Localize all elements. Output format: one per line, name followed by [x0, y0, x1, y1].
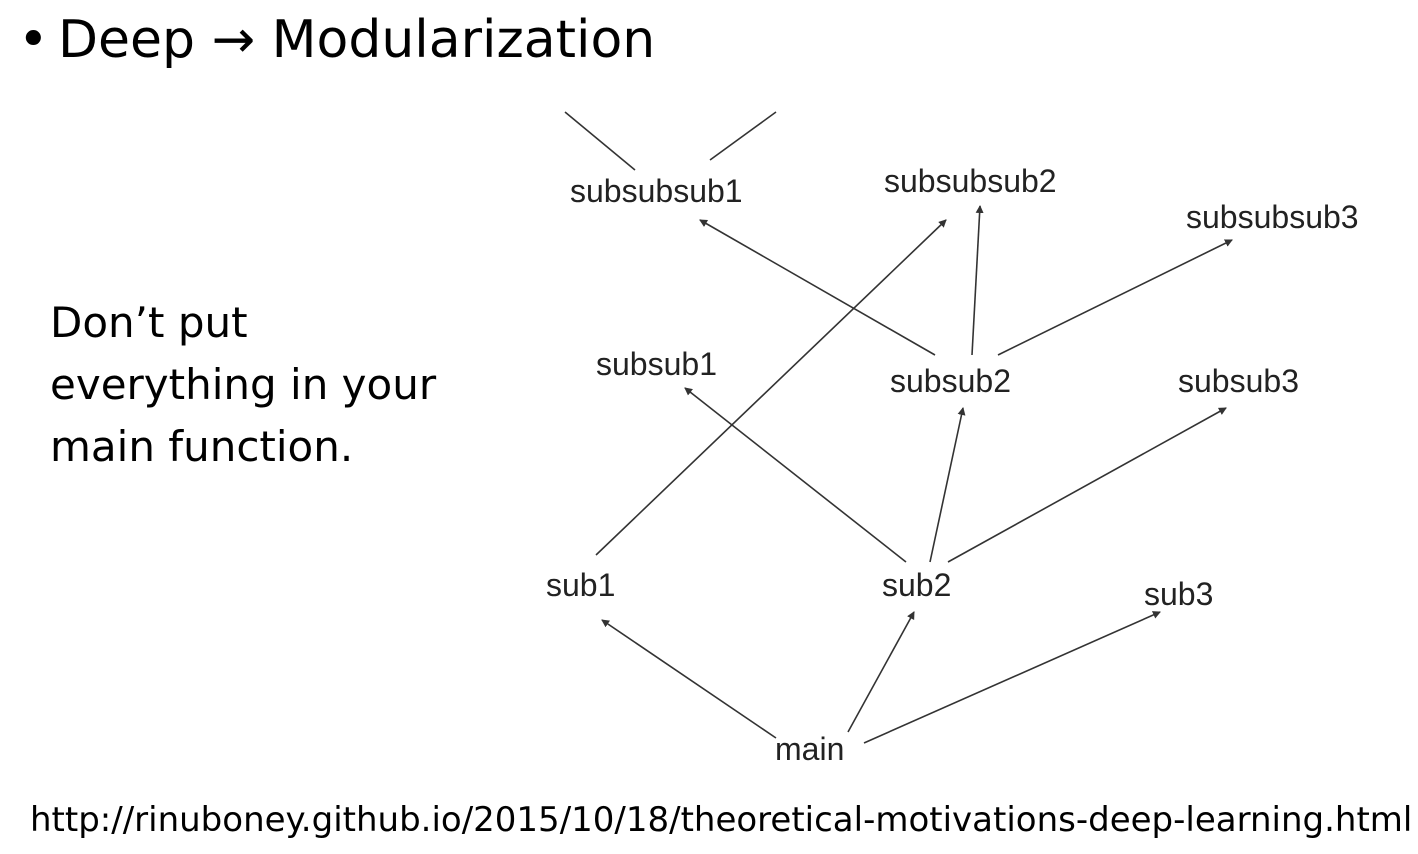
edge-sub1-to-subsubsub2	[595, 219, 947, 556]
title-text: Deep → Modularization	[58, 10, 656, 70]
node-subsub3: subsub3	[1178, 363, 1299, 399]
node-sub1: sub1	[546, 567, 616, 603]
body-text: Don’t put everything in your main functi…	[50, 292, 480, 478]
edge-main-to-sub2	[847, 611, 915, 733]
edge-layer	[595, 205, 1233, 744]
body-line-2: everything in your	[50, 360, 437, 409]
slide-title: •Deep → Modularization	[18, 8, 655, 72]
truncated-edge-left	[564, 111, 636, 171]
node-subsubsub1: subsubsub1	[570, 173, 743, 209]
body-line-3: main function.	[50, 422, 354, 471]
node-sub2: sub2	[882, 567, 952, 603]
edge-sub2-to-subsub3	[947, 407, 1227, 563]
edge-subsub2-to-subsubsub2	[971, 205, 984, 356]
node-main: main	[775, 731, 845, 767]
edge-main-to-sub3	[863, 611, 1161, 744]
edge-subsub2-to-subsubsub1	[699, 219, 936, 356]
edge-main-to-sub1	[601, 619, 777, 739]
edge-sub2-to-subsub2	[929, 407, 966, 563]
node-subsub2: subsub2	[890, 363, 1011, 399]
edge-sub2-to-subsub1	[684, 387, 907, 563]
node-subsubsub3: subsubsub3	[1186, 199, 1359, 235]
truncated-edge-right	[709, 111, 777, 161]
edge-subsub2-to-subsubsub3	[997, 239, 1233, 356]
body-line-1: Don’t put	[50, 298, 248, 347]
node-sub3: sub3	[1144, 576, 1214, 612]
title-bullet: •	[18, 10, 49, 70]
node-subsubsub2: subsubsub2	[884, 163, 1057, 199]
node-subsub1: subsub1	[596, 346, 717, 382]
source-url: http://rinuboney.github.io/2015/10/18/th…	[30, 800, 1413, 840]
